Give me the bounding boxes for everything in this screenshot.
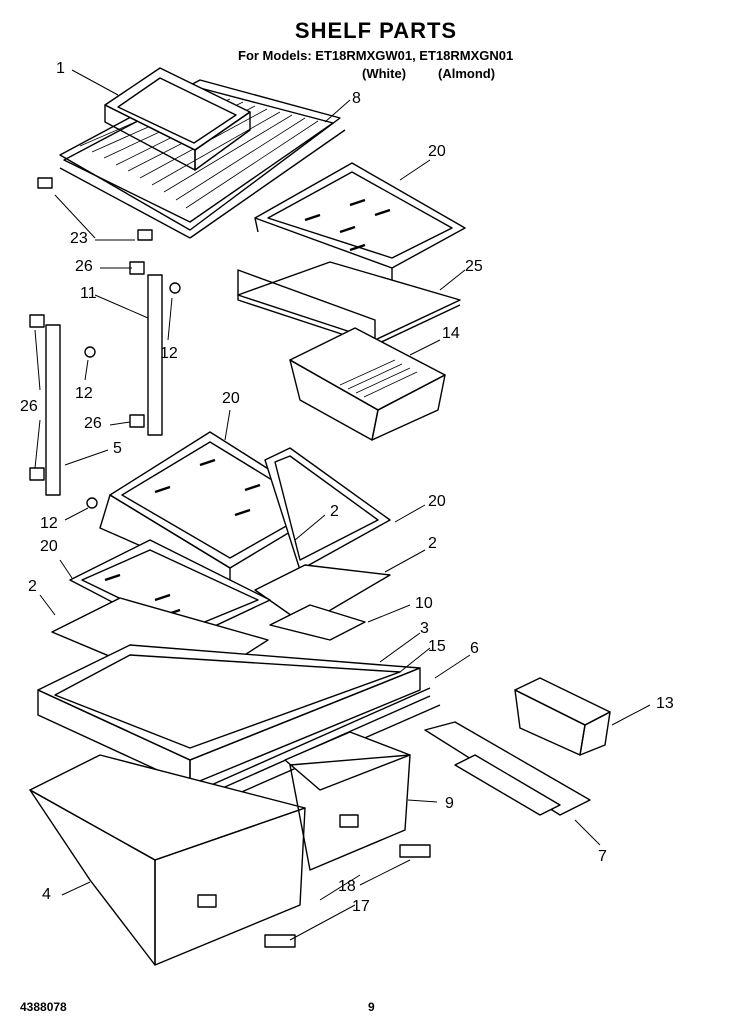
callout-7: 7 xyxy=(598,848,607,865)
utility-bin-part-1 xyxy=(105,68,250,170)
callout-26: 26 xyxy=(84,415,102,432)
callout-12: 12 xyxy=(160,345,178,362)
callout-2: 2 xyxy=(330,503,339,520)
screw-part-12-a xyxy=(170,283,180,293)
callout-23: 23 xyxy=(70,230,88,247)
callout-8: 8 xyxy=(352,90,361,107)
slide-part-17 xyxy=(265,935,295,947)
callout-1: 1 xyxy=(56,60,65,77)
callout-20: 20 xyxy=(428,143,446,160)
callout-6: 6 xyxy=(470,640,479,657)
callout-12: 12 xyxy=(75,385,93,402)
trim-part-15 xyxy=(200,688,430,790)
screw-part-12-c xyxy=(87,498,97,508)
callout-4: 4 xyxy=(42,886,51,903)
callout-26: 26 xyxy=(75,258,93,275)
dairy-bin-part-13 xyxy=(515,678,610,755)
callout-14: 14 xyxy=(442,325,460,342)
slide-part-18 xyxy=(400,845,430,857)
variant-white: (White) xyxy=(362,66,407,81)
callout-20: 20 xyxy=(428,493,446,510)
shelf-frame-part-2-middle xyxy=(255,565,390,625)
callout-5: 5 xyxy=(113,440,122,457)
leader-lines xyxy=(35,70,650,940)
page-number: 9 xyxy=(368,1000,375,1014)
shelf-ladder-part-11 xyxy=(130,262,162,435)
callout-26: 26 xyxy=(20,398,38,415)
callout-9: 9 xyxy=(445,795,454,812)
callout-3: 3 xyxy=(420,620,429,637)
callout-2: 2 xyxy=(428,535,437,552)
callout-2: 2 xyxy=(28,578,37,595)
callout-12: 12 xyxy=(40,515,58,532)
crisper-drawer-part-14 xyxy=(290,328,445,440)
glass-shelf-part-20-right xyxy=(265,448,390,570)
screw-part-12-b xyxy=(85,347,95,357)
callout-18: 18 xyxy=(338,878,356,895)
callout-17: 17 xyxy=(352,898,370,915)
drawer-frame-part-25 xyxy=(238,262,460,345)
drawer-slide-part-7 xyxy=(425,722,590,815)
page-title: SHELF PARTS xyxy=(294,18,458,43)
crisper-bin-part-4 xyxy=(30,755,305,965)
callout-20: 20 xyxy=(222,390,240,407)
callout-10: 10 xyxy=(415,595,433,612)
cover-part-10 xyxy=(270,605,365,640)
crisper-bin-part-9 xyxy=(285,732,410,870)
models-line: For Models: ET18RMXGW01, ET18RMXGN01 xyxy=(238,48,514,63)
variant-almond: (Almond) xyxy=(438,66,496,81)
callout-11: 11 xyxy=(80,285,97,302)
document-number: 4388078 xyxy=(20,1000,67,1014)
callout-13: 13 xyxy=(656,695,674,712)
glass-shelf-part-20-top xyxy=(255,163,465,280)
callout-25: 25 xyxy=(465,258,483,275)
callout-20: 20 xyxy=(40,538,58,555)
callout-15: 15 xyxy=(428,638,446,655)
shelf-ladder-part-5 xyxy=(30,315,60,495)
